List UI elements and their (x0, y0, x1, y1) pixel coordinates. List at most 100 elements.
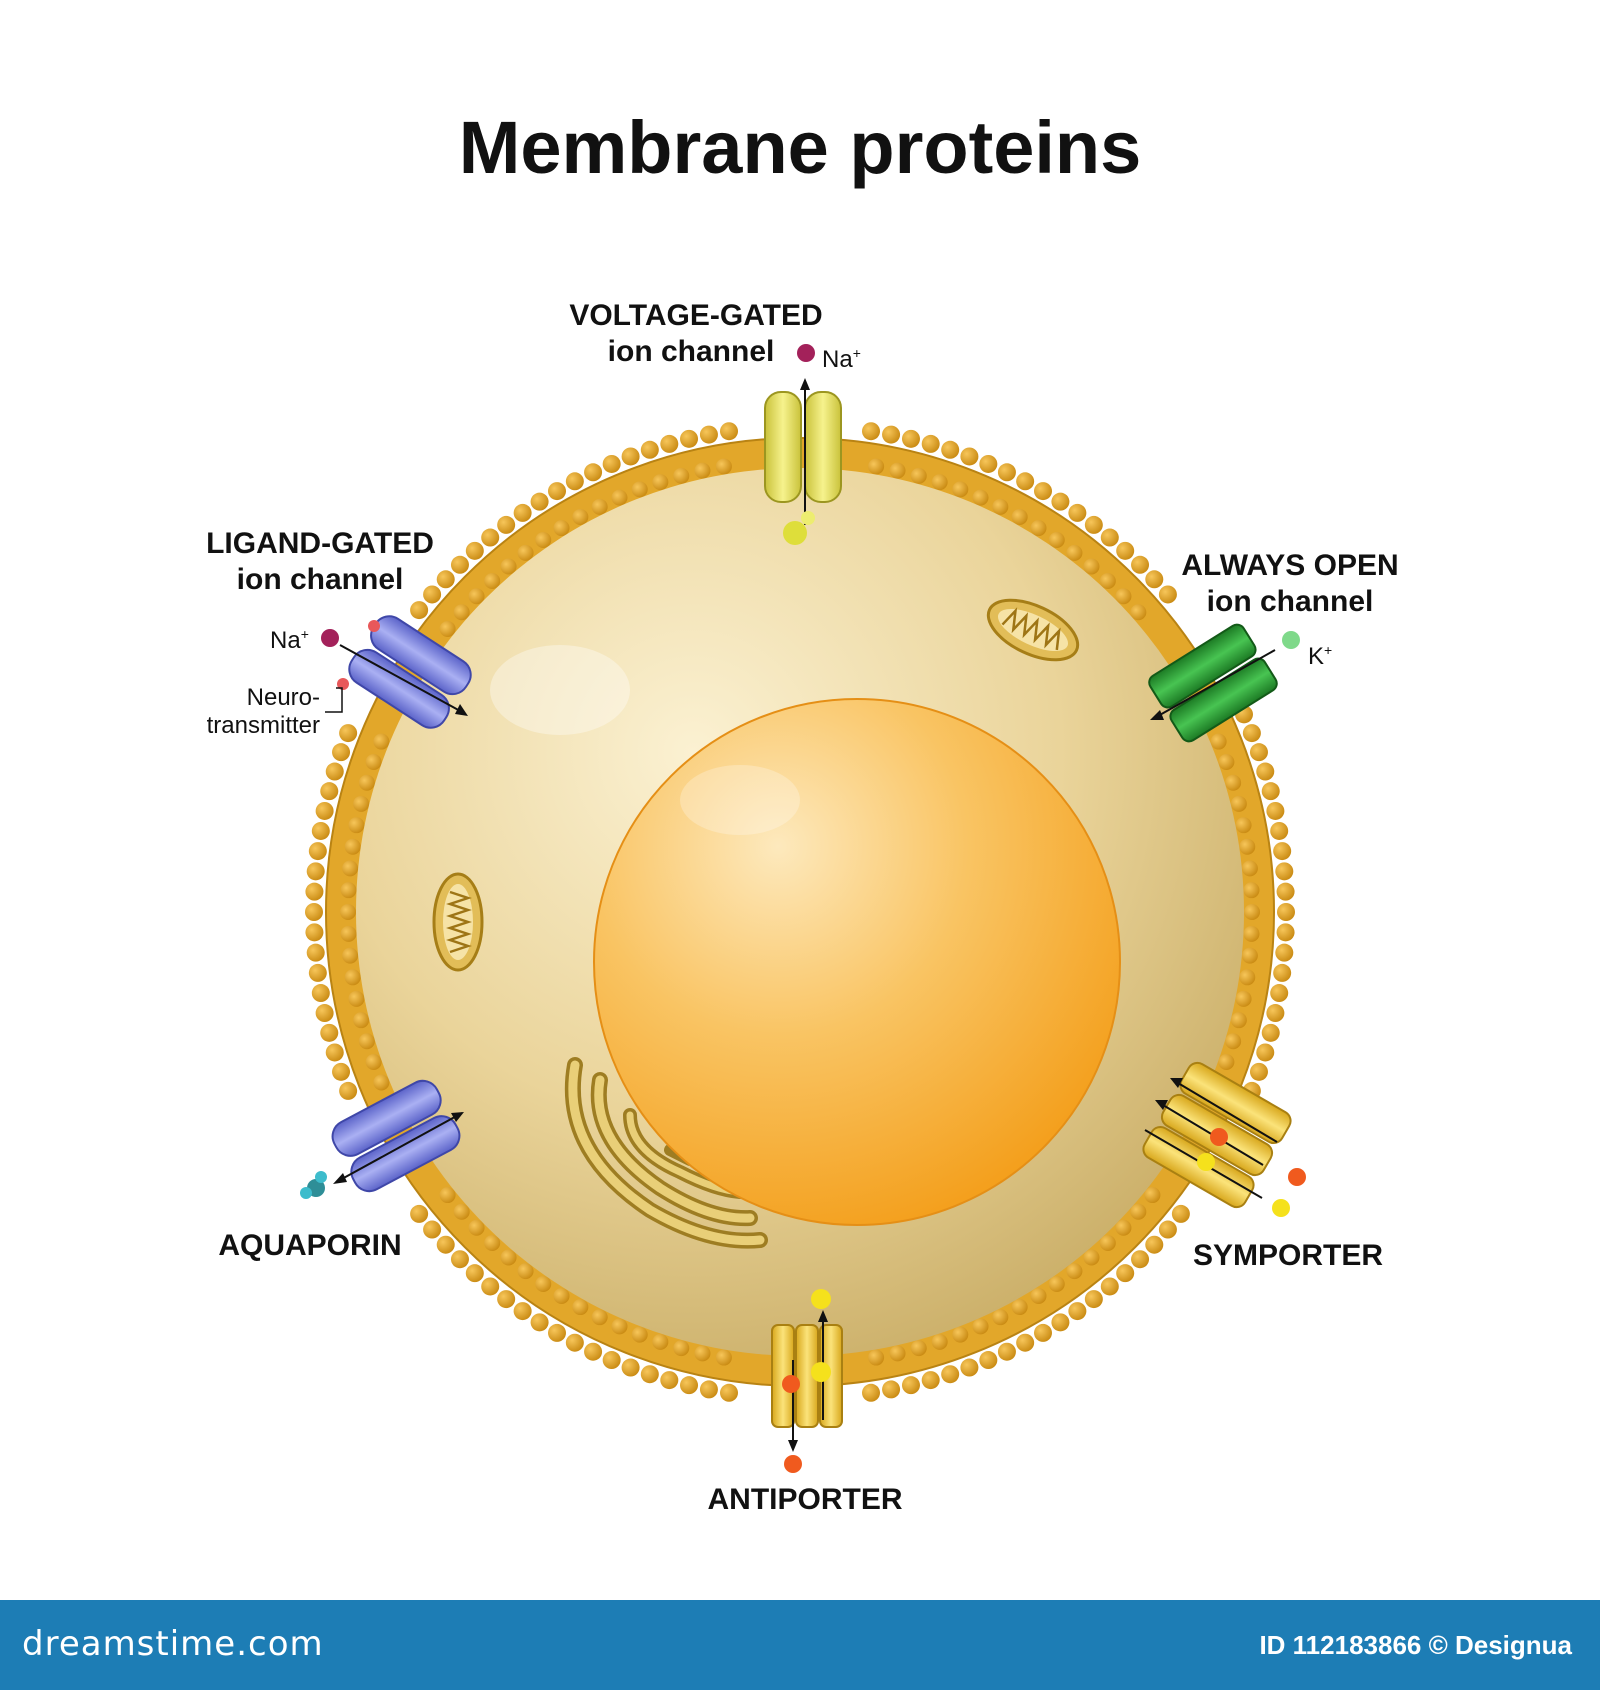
phospholipid-head-icon (1275, 943, 1294, 962)
nucleus (593, 698, 1121, 1226)
phospholipid-head-icon (1068, 1302, 1087, 1321)
phospholipid-head-icon (1256, 762, 1275, 781)
phospholipid-head-icon (631, 1326, 648, 1343)
phospholipid-head-icon (423, 585, 442, 604)
phospholipid-head-icon (1030, 520, 1047, 537)
phospholipid-head-icon (992, 498, 1009, 515)
phospholipid-head-icon (921, 1371, 940, 1390)
phospholipid-head-icon (941, 1365, 960, 1384)
phospholipid-head-icon (1051, 1313, 1070, 1332)
phospholipid-head-icon (611, 489, 628, 506)
phospholipid-head-icon (500, 1249, 517, 1266)
phospholipid-head-icon (1011, 1299, 1028, 1316)
phospholipid-head-icon (1242, 724, 1261, 743)
phospholipid-head-icon (439, 620, 456, 637)
voltage-gated-ion-channel[interactable] (764, 344, 842, 545)
mitochondrion-left (432, 872, 484, 972)
phospholipid-head-icon (450, 1250, 469, 1269)
label-k-right: K+ (1308, 636, 1332, 671)
phospholipid-head-icon (997, 1342, 1016, 1361)
phospholipid-head-icon (715, 1349, 732, 1366)
phospholipid-head-icon (1273, 842, 1292, 861)
neurotransmitter-line1: Neuro- (246, 684, 320, 711)
golgi-apparatus (564, 1057, 768, 1249)
phospholipid-head-icon (481, 528, 500, 547)
phospholipid-head-icon (1084, 1290, 1103, 1309)
phospholipid-head-icon (979, 1351, 998, 1370)
phospholipid-head-icon (340, 925, 357, 942)
phospholipid-head-icon (861, 422, 880, 441)
aquaporin[interactable] (327, 1075, 465, 1197)
yellow-ion-icon (811, 1289, 831, 1309)
phospholipid-head-icon (1048, 1275, 1065, 1292)
phospholipid-head-icon (611, 1318, 628, 1335)
antiporter[interactable] (771, 1324, 843, 1428)
phospholipid-head-icon (1261, 1023, 1280, 1042)
phospholipid-head-icon (572, 1299, 589, 1316)
neurotransmitter-line2: transmitter (206, 712, 320, 739)
phospholipid-head-icon (673, 1340, 690, 1357)
phospholipid-head-icon (305, 923, 324, 942)
phospholipid-head-icon (680, 1376, 699, 1395)
phospholipid-head-icon (720, 422, 739, 441)
phospholipid-head-icon (1249, 1062, 1268, 1081)
phospholipid-head-icon (423, 1220, 442, 1239)
phospholipid-head-icon (1115, 1219, 1132, 1236)
phospholipid-head-icon (305, 882, 324, 901)
phospholipid-head-icon (1083, 558, 1100, 575)
phospholipid-head-icon (694, 1345, 711, 1362)
phospholipid-head-icon (889, 462, 906, 479)
phospholipid-head-icon (517, 1263, 534, 1280)
phospholipid-head-icon (1261, 782, 1280, 801)
phospholipid-head-icon (535, 1275, 552, 1292)
phospholipid-head-icon (1249, 743, 1268, 762)
yellow-ion-icon (811, 1362, 831, 1382)
orange-ion-icon (784, 1455, 802, 1473)
na-left-text: Na (270, 627, 301, 654)
phospholipid-head-icon (979, 454, 998, 473)
ligand-gated-ion-channel[interactable] (343, 610, 477, 734)
label-neurotransmitter: Neuro- transmitter (200, 684, 320, 740)
footer-brand[interactable]: dreamstime.com (22, 1624, 324, 1664)
phospholipid-head-icon (1100, 1277, 1119, 1296)
phospholipid-head-icon (621, 1358, 640, 1377)
phospholipid-head-icon (305, 903, 323, 921)
phospholipid-head-icon (931, 1333, 948, 1350)
phospholipid-head-icon (315, 1004, 334, 1023)
label-voltage-gated-line1: VOLTAGE-GATED (569, 299, 823, 332)
phospholipid-head-icon (715, 458, 732, 475)
label-always-open-line2: ion channel (1206, 585, 1374, 618)
phospholipid-head-icon (373, 1074, 390, 1091)
phospholipid-head-icon (861, 1383, 880, 1402)
phospholipid-head-icon (436, 570, 455, 589)
phospholipid-head-icon (513, 503, 532, 522)
phospholipid-head-icon (325, 1043, 344, 1062)
yellow-ion-icon (1272, 1199, 1290, 1217)
orange-ion-icon (1210, 1128, 1228, 1146)
phospholipid-head-icon (673, 467, 690, 484)
na-top-text: Na (822, 346, 853, 373)
phospholipid-head-icon (1266, 801, 1285, 820)
phospholipid-head-icon (1048, 532, 1065, 549)
phospholipid-head-icon (308, 842, 327, 861)
na-ion-icon (321, 629, 339, 647)
phospholipid-head-icon (1145, 570, 1164, 589)
phospholipid-head-icon (1235, 990, 1252, 1007)
phospholipid-head-icon (553, 520, 570, 537)
orange-ion-icon (782, 1375, 800, 1393)
always-open-ion-channel[interactable] (1146, 622, 1280, 745)
phospholipid-head-icon (332, 1062, 351, 1081)
phospholipid-head-icon (320, 1023, 339, 1042)
phospholipid-head-icon (344, 838, 361, 855)
phospholipid-head-icon (453, 1203, 470, 1220)
phospholipid-head-icon (306, 943, 325, 962)
phospholipid-head-icon (1158, 585, 1177, 604)
phospholipid-head-icon (680, 429, 699, 448)
phospholipid-head-icon (1130, 604, 1147, 621)
lipid-bilayer-inner-heads (340, 458, 1260, 1366)
phospholipid-head-icon (311, 984, 330, 1003)
phospholipid-head-icon (1218, 1054, 1235, 1071)
phospholipid-head-icon (1243, 925, 1260, 942)
na-left-charge: + (300, 626, 309, 642)
phospholipid-head-icon (436, 1235, 455, 1254)
